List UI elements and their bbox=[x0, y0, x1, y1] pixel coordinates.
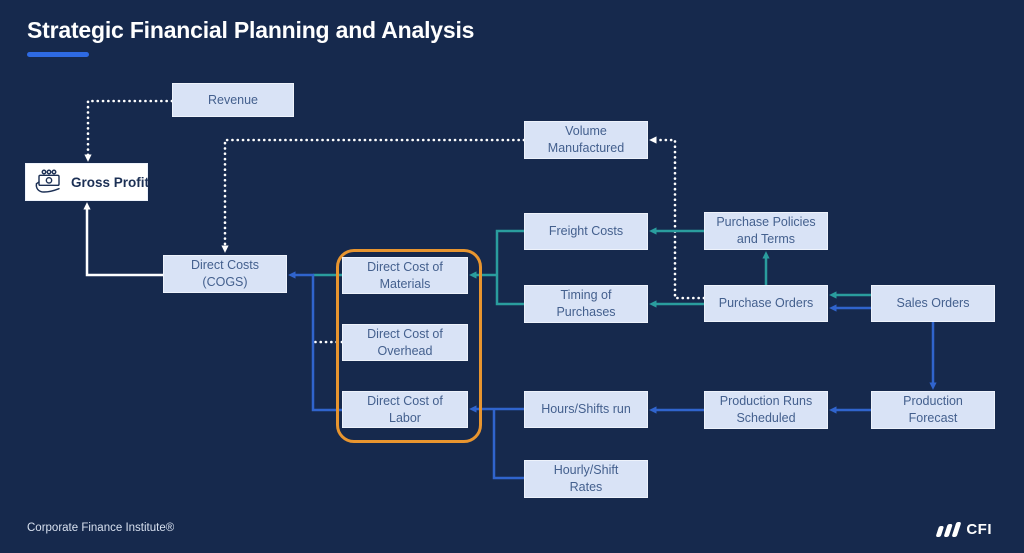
node-direct-cost-of-labor: Direct Cost of Labor bbox=[342, 391, 468, 428]
node-timing-of-purchases: Timing of Purchases bbox=[524, 285, 648, 323]
footer-credit: Corporate Finance Institute® bbox=[27, 522, 175, 534]
title-underline bbox=[27, 52, 89, 57]
edge-labor-collector-vertical bbox=[311, 274, 342, 412]
node-freight-costs: Freight Costs bbox=[524, 213, 648, 250]
cfi-logo-text: CFI bbox=[966, 521, 992, 538]
money-in-hand-icon bbox=[34, 168, 64, 196]
node-direct-costs-cogs: Direct Costs (COGS) bbox=[163, 255, 287, 293]
edge-volume-manufactured-to-direct-costs bbox=[221, 138, 526, 253]
cfi-logo: CFI bbox=[935, 521, 992, 538]
page-title: Strategic Financial Planning and Analysi… bbox=[27, 17, 475, 43]
node-purchase-orders: Purchase Orders bbox=[704, 285, 828, 322]
direct-cost-group-outline bbox=[336, 249, 482, 443]
edge-direct-costs-to-gross-profit bbox=[83, 202, 163, 277]
node-direct-cost-of-materials: Direct Cost of Materials bbox=[342, 257, 468, 294]
edge-purchase-orders-to-volume-manufactured bbox=[649, 136, 706, 300]
node-production-runs-scheduled: Production Runs Scheduled bbox=[704, 391, 828, 429]
node-purchase-policies-and-terms: Purchase Policies and Terms bbox=[704, 212, 828, 250]
node-production-forecast: Production Forecast bbox=[871, 391, 995, 429]
node-sales-orders: Sales Orders bbox=[871, 285, 995, 322]
gross-profit-label: Gross Profit bbox=[71, 174, 150, 190]
node-volume-manufactured: Volume Manufactured bbox=[524, 121, 648, 159]
edge-revenue-to-gross-profit bbox=[84, 99, 174, 162]
node-hourly-shift-rates: Hourly/Shift Rates bbox=[524, 460, 648, 498]
node-gross-profit: Gross Profit bbox=[25, 163, 150, 201]
edge-hourly-rates-branch bbox=[492, 409, 524, 480]
node-revenue: Revenue bbox=[172, 83, 294, 117]
node-direct-cost-of-overhead: Direct Cost of Overhead bbox=[342, 324, 468, 361]
node-hours-shifts-run: Hours/Shifts run bbox=[524, 391, 648, 428]
edge-freight-timing-collector bbox=[495, 229, 524, 306]
